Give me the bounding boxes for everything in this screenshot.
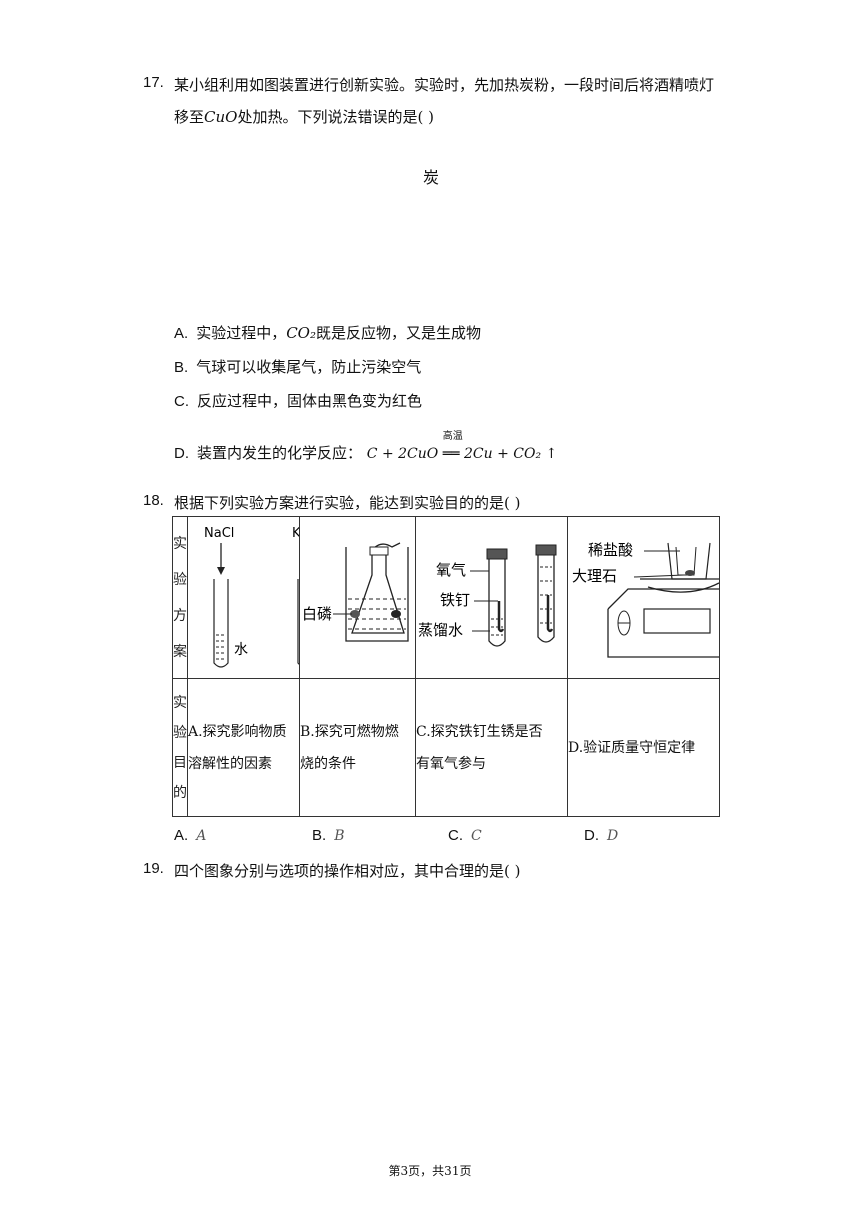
q18-number: 18. [143,492,164,509]
test-tube-water [537,555,555,643]
rust-figure: 氧气 铁钉 蒸馏水 [418,544,557,647]
scheme-a-figure: NaCl KN 水 [187,516,300,679]
scheme-d-figure: 稀盐酸 大理石 [567,516,720,679]
scheme-c-figure: 氧气 铁钉 蒸馏水 [415,516,568,679]
q17-stem-formula: CuO [204,108,238,126]
test-tube-left [213,579,229,668]
q18-stem: 根据下列实验方案进行实验，能达到实验目的的是( ) [174,494,521,512]
acid-label: 稀盐酸 [588,541,633,559]
nail-label: 铁钉 [440,591,470,609]
reaction-equation: C + 2CuO ══ 2Cu + CO₂ ↑ [366,446,558,462]
scheme-b-figure: 白磷 [299,516,416,679]
q18-answer-a[interactable]: A.A [174,827,207,844]
q19-number: 19. [143,860,164,877]
q17-stem-post: 处加热。下列说法错误的是( ) [237,108,434,126]
experiment-table: 实 验 方 案 NaCl KN 水 [172,516,720,817]
row-header-scheme: 实 验 方 案 [172,516,188,679]
purpose-a: A.探究影响物质 溶解性的因素 [187,678,300,817]
purpose-b: B.探究可燃物燃 烧的条件 [299,678,416,817]
balance-figure: 稀盐酸 大理石 [572,541,719,658]
marble-label: 大理石 [572,567,617,585]
q17-option-b[interactable]: B.气球可以收集尾气，防止污染空气 [174,358,422,376]
q18-answer-b[interactable]: B.B [312,827,345,844]
balance-display [643,608,711,634]
distilled-water-label: 蒸馏水 [418,621,463,639]
nacl-label: NaCl [204,526,234,541]
beaker [345,547,409,642]
oxygen-label: 氧气 [436,561,466,579]
combustion-figure: 白磷 [302,542,409,642]
q17-stem-pre: 移至 [174,108,205,126]
q17-number: 17. [143,74,164,91]
q19-stem: 四个图象分别与选项的操作相对应，其中合理的是( ) [174,862,521,880]
q17-option-d[interactable]: D.装置内发生的化学反应： 高温 C + 2CuO ══ 2Cu + CO₂ ↑ [174,431,558,463]
q17-figure-label: 炭 [423,168,440,187]
row-header-purpose: 实 验 目 的 [172,678,188,817]
page-footer: 第3页，共31页 [388,1164,472,1178]
white-phosphorus-label: 白磷 [302,605,332,623]
balance-body [607,588,719,610]
dissolution-figure: NaCl KN 水 [204,526,299,668]
q17-stem-line2: 移至CuO处加热。下列说法错误的是( ) [174,106,434,127]
flask [351,553,405,634]
reaction-condition: 高温 [442,431,463,442]
q17-option-a[interactable]: A.实验过程中，CO₂既是反应物，又是生成物 [174,324,482,342]
q17-stem-line1: 某小组利用如图装置进行创新实验。实验时，先加热炭粉，一段时间后将酒精喷灯 [174,76,715,94]
q18-answer-c[interactable]: C.C [448,827,482,844]
test-tube-oxygen [488,559,506,647]
q17-option-c[interactable]: C.反应过程中，固体由黑色变为红色 [174,392,423,410]
q18-answer-d[interactable]: D.D [584,827,619,844]
purpose-d: D.验证质量守恒定律 [567,678,720,817]
water-label: 水 [234,642,248,658]
kn-label: KN [292,526,299,541]
purpose-c: C.探究铁钉生锈是否 有氧气参与 [415,678,568,817]
